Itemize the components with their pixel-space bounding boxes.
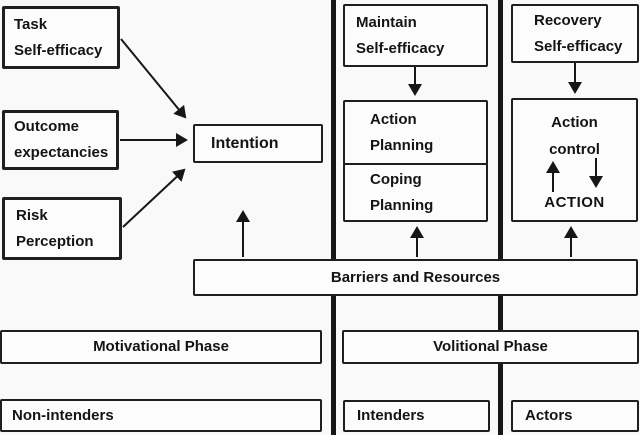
phase-divider-right: [498, 0, 503, 435]
intenders-box: Intenders: [343, 400, 490, 432]
risk-perception-label: Risk Perception: [16, 206, 94, 250]
barriers-resources-label: Barriers and Resources: [330, 268, 501, 286]
volitional-phase-box: Volitional Phase: [342, 330, 639, 364]
actors-label: Actors: [525, 407, 573, 424]
action-planning-label: Action Planning: [370, 110, 434, 154]
arrow-risk-to-intention: [122, 168, 186, 228]
intention-label: Intention: [211, 134, 279, 152]
risk-perception-box: Risk Perception: [2, 197, 122, 260]
coping-planning-box: Coping Planning: [343, 163, 488, 222]
motivational-phase-box: Motivational Phase: [0, 330, 322, 364]
task-self-efficacy-label: Task Self-efficacy: [14, 15, 103, 59]
coping-planning-label: Coping Planning: [370, 170, 434, 214]
barriers-resources-box: Barriers and Resources: [193, 259, 638, 296]
arrow-task-to-intention: [120, 38, 187, 119]
non-intenders-label: Non-intenders: [12, 406, 114, 424]
motivational-phase-label: Motivational Phase: [93, 338, 229, 355]
recovery-self-efficacy-box: Recovery Self-efficacy: [511, 4, 639, 63]
task-self-efficacy-box: Task Self-efficacy: [2, 6, 120, 69]
action-label: ACTION: [544, 194, 605, 211]
recovery-self-efficacy-label: Recovery Self-efficacy: [534, 11, 623, 55]
maintain-self-efficacy-box: Maintain Self-efficacy: [343, 4, 488, 67]
outcome-expectancies-label: Outcome expectancies: [14, 118, 109, 161]
intenders-label: Intenders: [357, 407, 425, 424]
volitional-phase-label: Volitional Phase: [433, 338, 548, 355]
phase-divider-left: [331, 0, 336, 435]
actors-box: Actors: [511, 400, 639, 432]
intention-box: Intention: [193, 124, 323, 163]
outcome-expectancies-box: Outcome expectancies: [2, 110, 119, 170]
action-control-box: Action control ACTION: [511, 98, 638, 222]
action-control-label: Action control: [549, 114, 600, 158]
maintain-self-efficacy-label: Maintain Self-efficacy: [356, 13, 445, 57]
action-planning-box: Action Planning: [343, 100, 488, 165]
non-intenders-box: Non-intenders: [0, 399, 322, 432]
